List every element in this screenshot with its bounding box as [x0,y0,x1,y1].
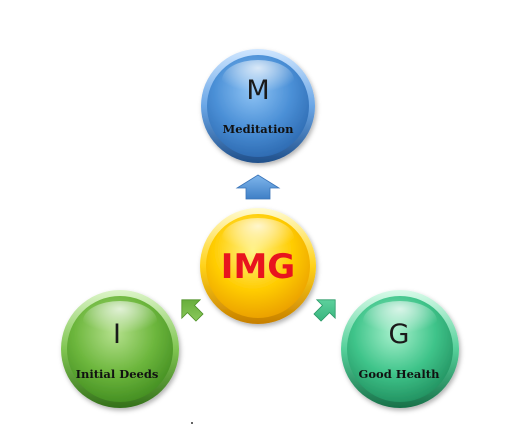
center-title: IMG [221,247,295,287]
node-meditation [201,49,315,163]
node-img-center [200,208,316,324]
node-initial-deeds-letter: I [113,319,121,350]
node-initial-deeds-label: Initial Deeds [76,367,159,381]
node-good-health-letter: G [389,319,410,350]
node-good-health [341,290,459,408]
node-initial-deeds [61,290,179,408]
arrow-to-good-health [313,299,336,322]
node-meditation-letter: M [246,75,269,106]
node-good-health-label: Good Health [359,367,441,381]
stray-dot [191,422,193,424]
node-meditation-label: Meditation [223,122,295,136]
arrow-up-to-meditation [235,174,281,200]
arrow-to-initial-deeds [181,299,204,322]
